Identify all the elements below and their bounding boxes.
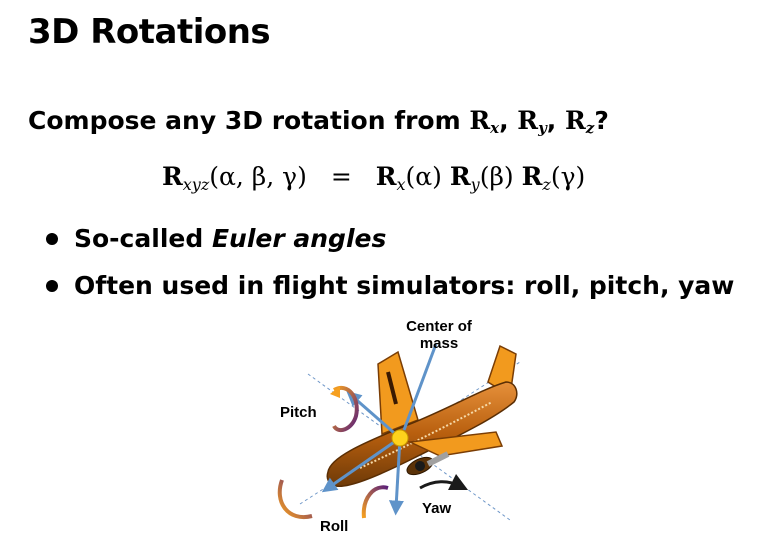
equation-lhs-args: (α, β, γ)	[209, 162, 307, 191]
intro-lead: Compose any 3D rotation from	[28, 106, 470, 135]
equation-term-y-arg: (β)	[479, 162, 514, 191]
roll-axis-arrow	[321, 436, 401, 493]
window-row	[359, 401, 493, 469]
roll-label: Roll	[320, 518, 349, 535]
equation-lhs-symbol: R	[162, 162, 183, 191]
yaw-rotation-arc	[419, 473, 469, 491]
equation-term-z-arg: (γ)	[550, 162, 586, 191]
center-of-mass-text: Center of mass	[406, 318, 472, 352]
bullet-euler-angles: So-called Euler angles	[46, 224, 734, 271]
equation-term-z-sub: z	[542, 175, 551, 194]
equation-equals: =	[330, 162, 352, 191]
intro-text: Compose any 3D rotation from Rx, Ry, Rz?	[28, 106, 609, 137]
roll-rotation-arc	[277, 479, 313, 520]
airplane-figure: Center of mass Pitch Roll Yaw	[270, 312, 530, 548]
equation-term-x-arg: (α)	[405, 162, 442, 191]
equation-term-z-symbol: R	[521, 162, 543, 191]
intro-matrix-z: Rz	[565, 106, 595, 137]
intro-matrix-x: Rx	[469, 106, 500, 137]
roll-rotation-arc-right	[361, 485, 389, 519]
bullet-list: So-called Euler angles Often used in fli…	[46, 224, 734, 318]
right-wing	[407, 431, 504, 457]
pitch-axis-arrow	[346, 391, 401, 440]
euler-equation: Rxyz(α, β, γ) = Rx(α) Ry(β) Rz(γ)	[162, 162, 585, 194]
bullet-flight-simulators: Often used in flight simulators: roll, p…	[46, 271, 734, 318]
equation-term-y-symbol: R	[449, 162, 471, 191]
yaw-label: Yaw	[422, 500, 452, 517]
airplane-illustration	[277, 343, 521, 521]
engine-left-intake	[415, 461, 425, 471]
bullet-dot	[46, 233, 58, 245]
wing-flap	[386, 371, 398, 405]
pitch-rotation-arc	[332, 386, 359, 433]
equation-lhs-sub: xyz	[182, 175, 210, 194]
engine-exhaust	[426, 451, 450, 467]
intro-matrix-y: Ry	[517, 106, 547, 137]
equation-term-x-symbol: R	[375, 162, 397, 191]
yaw-axis-arrow	[388, 437, 404, 516]
center-of-mass-pointer	[402, 343, 438, 431]
equation-term-x-sub: x	[396, 175, 406, 194]
center-of-mass-label: Center of mass	[398, 318, 480, 352]
slide-title: 3D Rotations	[28, 12, 271, 52]
pitch-label: Pitch	[280, 404, 317, 421]
equation-term-y-sub: y	[470, 175, 480, 194]
left-wing	[377, 350, 419, 436]
center-of-mass-dot	[391, 429, 409, 447]
pitch-arc-head	[330, 386, 340, 398]
bullet-dot	[46, 280, 58, 292]
